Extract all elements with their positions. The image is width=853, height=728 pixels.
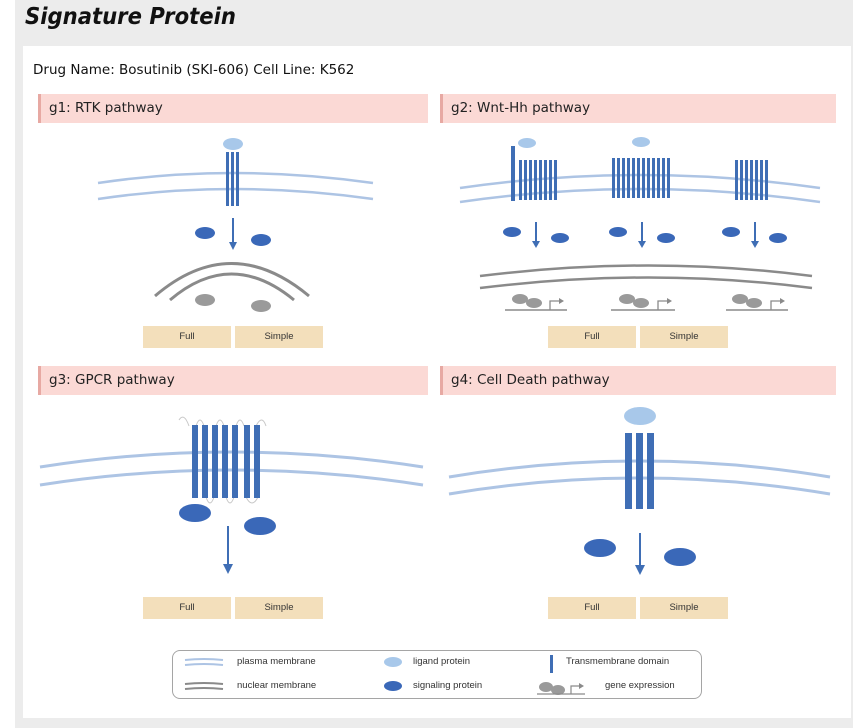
g4-full-button[interactable]: Full	[548, 597, 636, 619]
g1-transmembrane-receptor	[226, 152, 239, 206]
g4-death-receptor	[625, 433, 654, 509]
g2-receptor-2	[612, 137, 670, 198]
g2-receptor-3	[735, 160, 768, 200]
g1-full-button[interactable]: Full	[143, 326, 231, 348]
g4-signaling-protein	[664, 548, 696, 566]
g2-gene-expression	[505, 294, 788, 311]
group-header-g3: g3: GPCR pathway	[38, 366, 428, 395]
legend-nuclear-membrane-label: nuclear membrane	[237, 680, 317, 691]
legend-transmembrane-swatch	[550, 655, 553, 673]
g2-simple-button[interactable]: Simple	[640, 326, 728, 348]
g1-nuclear-protein	[195, 294, 215, 306]
g4-simple-button[interactable]: Simple	[640, 597, 728, 619]
g2-full-button[interactable]: Full	[548, 326, 636, 348]
g1-ligand-protein	[223, 138, 243, 150]
g4-arrow	[635, 533, 645, 575]
drug-cell-info: Drug Name: Bosutinib (SKI-606) Cell Line…	[33, 62, 355, 78]
g2-ligand-protein	[518, 138, 536, 148]
g1-signaling-protein	[251, 234, 271, 246]
legend-plasma-membrane-swatch	[184, 658, 224, 666]
g1-arrow	[229, 218, 237, 250]
g2-arrows	[535, 222, 756, 243]
g3-full-button[interactable]: Full	[143, 597, 231, 619]
legend-signaling-label: signaling protein	[413, 680, 483, 691]
g4-ligand-protein	[624, 407, 656, 425]
g4-signaling-protein	[584, 539, 616, 557]
g2-arrowheads	[532, 241, 759, 248]
legend-ligand-swatch	[384, 657, 402, 667]
g1-nuclear-protein	[251, 300, 271, 312]
g1-simple-button[interactable]: Simple	[235, 326, 323, 348]
g2-ligand-protein	[632, 137, 650, 147]
g2-receptor-1	[511, 138, 557, 201]
g1-signaling-protein	[195, 227, 215, 239]
g3-arrow	[223, 526, 233, 574]
legend-signaling-swatch	[384, 681, 402, 691]
page-title: Signature Protein	[25, 4, 236, 30]
legend-gene-expression-swatch	[537, 682, 585, 695]
g3-signaling-protein	[179, 504, 211, 522]
group-header-g2: g2: Wnt-Hh pathway	[440, 94, 836, 123]
legend-transmembrane-label: Transmembrane domain	[566, 656, 670, 667]
g1-nuclear-membrane	[154, 262, 310, 302]
legend-gene-expression-label: gene expression	[605, 680, 675, 691]
g3-simple-button[interactable]: Simple	[235, 597, 323, 619]
g2-nuclear-membrane	[479, 264, 813, 290]
legend: plasma membrane nuclear membrane ligand …	[172, 650, 702, 699]
g3-gpcr-loops	[178, 416, 267, 504]
group-header-g1: g1: RTK pathway	[38, 94, 428, 123]
g3-gpcr-receptor	[192, 425, 260, 498]
legend-symbols	[184, 655, 585, 695]
g3-signaling-protein	[244, 517, 276, 535]
legend-ligand-label: ligand protein	[413, 656, 471, 667]
legend-nuclear-membrane-swatch	[184, 682, 224, 690]
g2-signaling-proteins	[503, 227, 787, 243]
g1-plasma-membrane	[97, 171, 374, 201]
group-header-g4: g4: Cell Death pathway	[440, 366, 836, 395]
legend-plasma-membrane-label: plasma membrane	[237, 656, 316, 667]
